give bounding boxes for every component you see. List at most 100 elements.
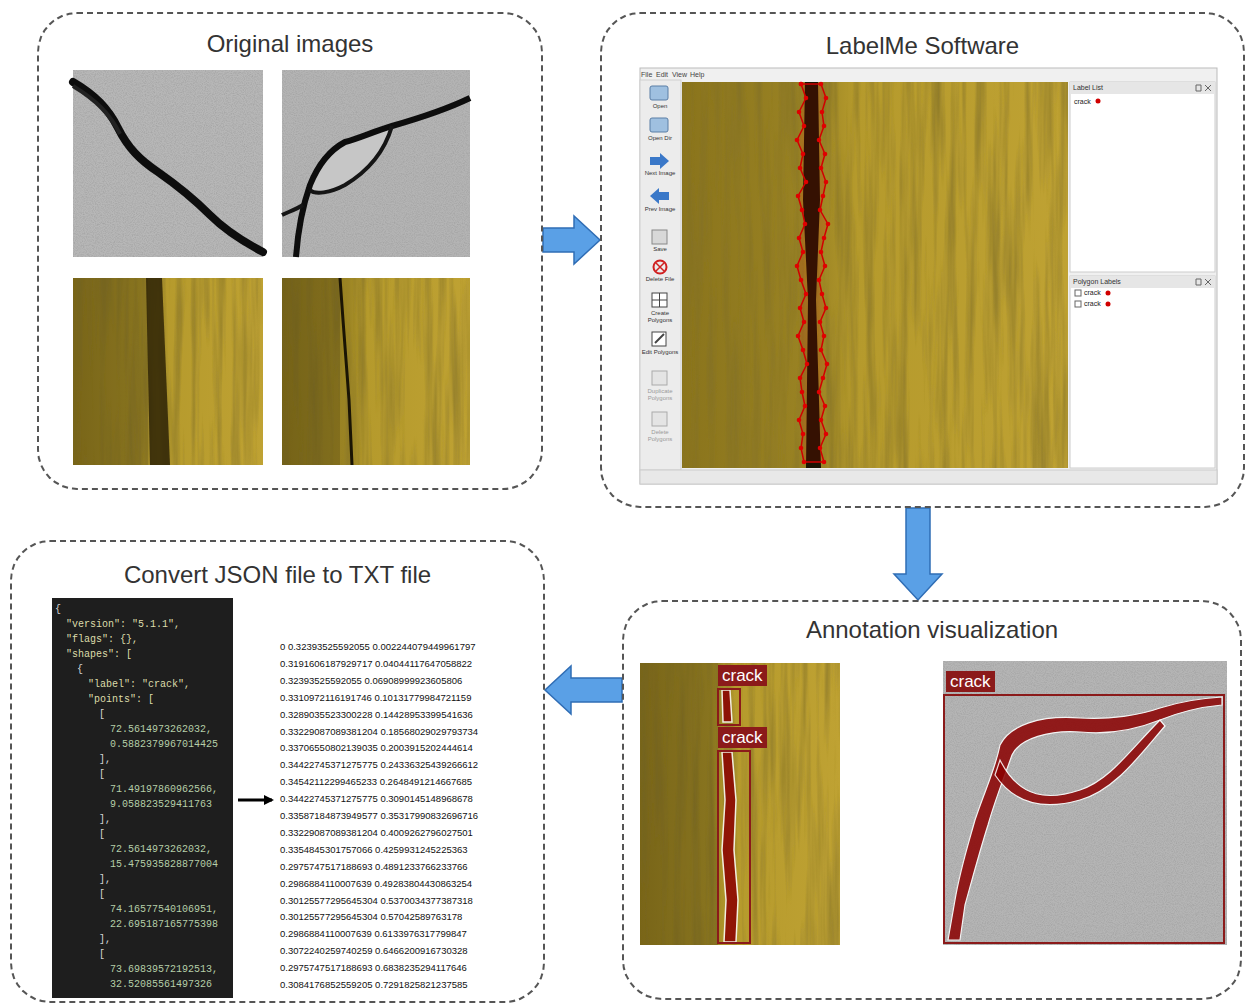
image-canvas: [682, 82, 1068, 468]
annotation-polygon: [797, 84, 828, 462]
json-line: 0.5882379967014425: [110, 738, 218, 751]
photo-texture: [73, 70, 263, 257]
menu-item: File: [641, 70, 652, 79]
json-line: 74.16577540106951,: [110, 903, 218, 916]
json-line: 72.5614973262032,: [110, 723, 212, 736]
edit-icon: [652, 332, 666, 346]
label-list-panel: [1070, 82, 1215, 272]
txt-line: 0.32393525592055 0.06908999923605806: [280, 675, 462, 687]
json-line: "shapes": [: [66, 648, 132, 661]
panel-title: Polygon Labels: [1073, 277, 1121, 287]
flow-arrow: [545, 666, 622, 714]
photo-texture: [73, 278, 263, 465]
label-color-dot: [1106, 291, 1111, 296]
panel-title: LabelMe Software: [602, 32, 1243, 60]
json-line: ],: [99, 753, 111, 766]
shade: [640, 663, 718, 945]
txt-line: 0.33229087089381204 0.18568029029793734: [280, 726, 478, 738]
toolbar-label: Open Dir: [641, 135, 679, 142]
txt-line: 0.30125577295645304 0.5370034377387318: [280, 895, 473, 907]
photo-ground: [943, 661, 1227, 945]
toolbar-label: Open: [641, 103, 679, 110]
photo-ground: [73, 70, 263, 257]
label-entry: crack: [1084, 299, 1101, 308]
json-line: [: [99, 708, 105, 721]
photo-texture: [640, 663, 840, 945]
txt-line: 0.3289035523300228 0.14428953399541636: [280, 709, 473, 721]
json-line: 72.5614973262032,: [110, 843, 212, 856]
txt-line: 0.2975747517188693 0.6838235294117646: [280, 962, 467, 974]
photo-ground: [640, 663, 840, 945]
json-line: "flags": {},: [66, 633, 138, 646]
panel-title: Label List: [1073, 83, 1103, 93]
crack-mask: [948, 697, 1222, 940]
txt-line: 0.34422745371275775 0.3090145148968678: [280, 793, 473, 805]
shade: [282, 278, 340, 465]
delete-icon: [656, 263, 664, 271]
code-editor: [52, 598, 233, 998]
annotated-concrete-photo: [943, 661, 1227, 945]
toolbar-label: Delete File: [641, 276, 679, 283]
txt-line: 0.33229087089381204 0.4009262796027501: [280, 827, 473, 839]
delete-icon: [654, 261, 667, 274]
class-tag: crack: [946, 671, 995, 692]
status-bar: [640, 470, 1217, 484]
photo-texture: [282, 70, 470, 257]
crack-mask: [995, 720, 1165, 805]
photo-ground: [282, 278, 470, 465]
txt-line: 0.34542112299465233 0.2648491214667685: [280, 776, 472, 788]
toolbar-label: Delete Polygons: [641, 429, 679, 443]
bounding-box: [944, 695, 1224, 943]
toolbar-label: Create Polygons: [641, 310, 679, 324]
photo-texture: [943, 661, 1227, 945]
json-line: 22.695187165775398: [110, 918, 218, 931]
menu-item: Help: [690, 70, 704, 79]
json-line: 73.69839572192513,: [110, 963, 218, 976]
crack: [146, 278, 170, 465]
panel-buttons: [1196, 85, 1211, 91]
shade: [73, 278, 148, 465]
duplicate-icon: [652, 371, 667, 385]
toolbar-label: Duplicate Polygons: [641, 388, 679, 402]
panel-title-bar: [1070, 276, 1215, 288]
bounding-box: [718, 751, 750, 943]
bounding-box: [718, 689, 740, 725]
prev-icon: [650, 188, 669, 204]
json-line: [: [99, 888, 105, 901]
menu-item: View: [672, 70, 687, 79]
flow-arrow: [894, 508, 942, 600]
open-icon: [650, 86, 668, 100]
delete-polygon-icon: [652, 412, 667, 426]
json-line: [: [99, 828, 105, 841]
json-line: "label": "crack",: [88, 678, 190, 691]
concrete-photo: [73, 70, 263, 257]
crack-mask: [722, 752, 738, 942]
class-tag: crack: [718, 727, 767, 748]
toolbar: [640, 80, 681, 470]
next-icon: [650, 153, 669, 169]
photo-ground: [73, 278, 263, 465]
crack: [296, 98, 470, 257]
txt-line: 0.2986884110007639 0.6133976317799847: [280, 928, 467, 940]
txt-line: 0 0.32393525592055 0.002244079449961797: [280, 641, 475, 653]
txt-line: 0.3310972116191746 0.10131779984721159: [280, 692, 471, 704]
photo-texture: [282, 278, 470, 465]
panel: Original images: [37, 12, 543, 490]
json-line: {: [55, 603, 61, 616]
image-texture: [682, 82, 1068, 468]
crack: [340, 278, 352, 465]
class-tag: crack: [718, 665, 767, 686]
txt-line: 0.34422745371275775 0.24336325439266612: [280, 759, 478, 771]
json-line: {: [77, 663, 83, 676]
photo-ground: [282, 70, 470, 257]
toolbar-label: Save: [641, 246, 679, 253]
txt-line: 0.3072240259740259 0.6466200916730328: [280, 945, 468, 957]
checkbox: [1075, 301, 1081, 307]
create-icon: [652, 293, 667, 307]
json-line: ],: [99, 873, 111, 886]
crack: [73, 82, 263, 252]
json-line: 9.058823529411763: [110, 798, 212, 811]
label-color-dot: [1096, 99, 1101, 104]
